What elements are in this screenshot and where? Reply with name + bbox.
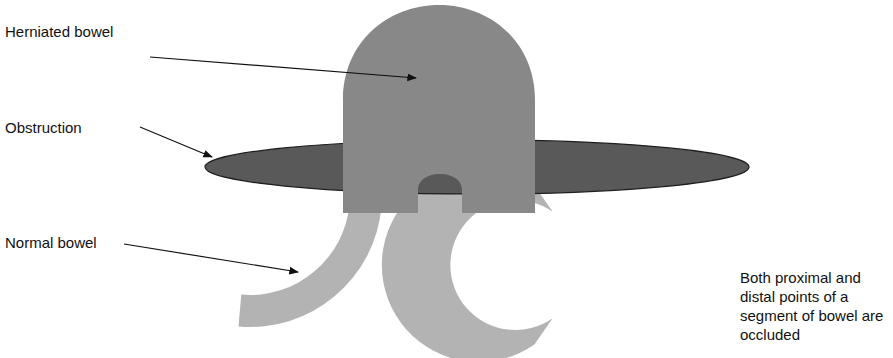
herniated-bowel-dome xyxy=(343,5,535,213)
part-label: Normal bowel xyxy=(5,233,97,252)
note-text: Both proximal and distal points of a seg… xyxy=(740,268,888,344)
leader-line xyxy=(150,57,416,78)
part-label: Herniated bowel xyxy=(5,22,113,41)
leader-line xyxy=(124,244,298,272)
leader-line xyxy=(140,127,212,157)
part-label: Obstruction xyxy=(5,118,82,137)
